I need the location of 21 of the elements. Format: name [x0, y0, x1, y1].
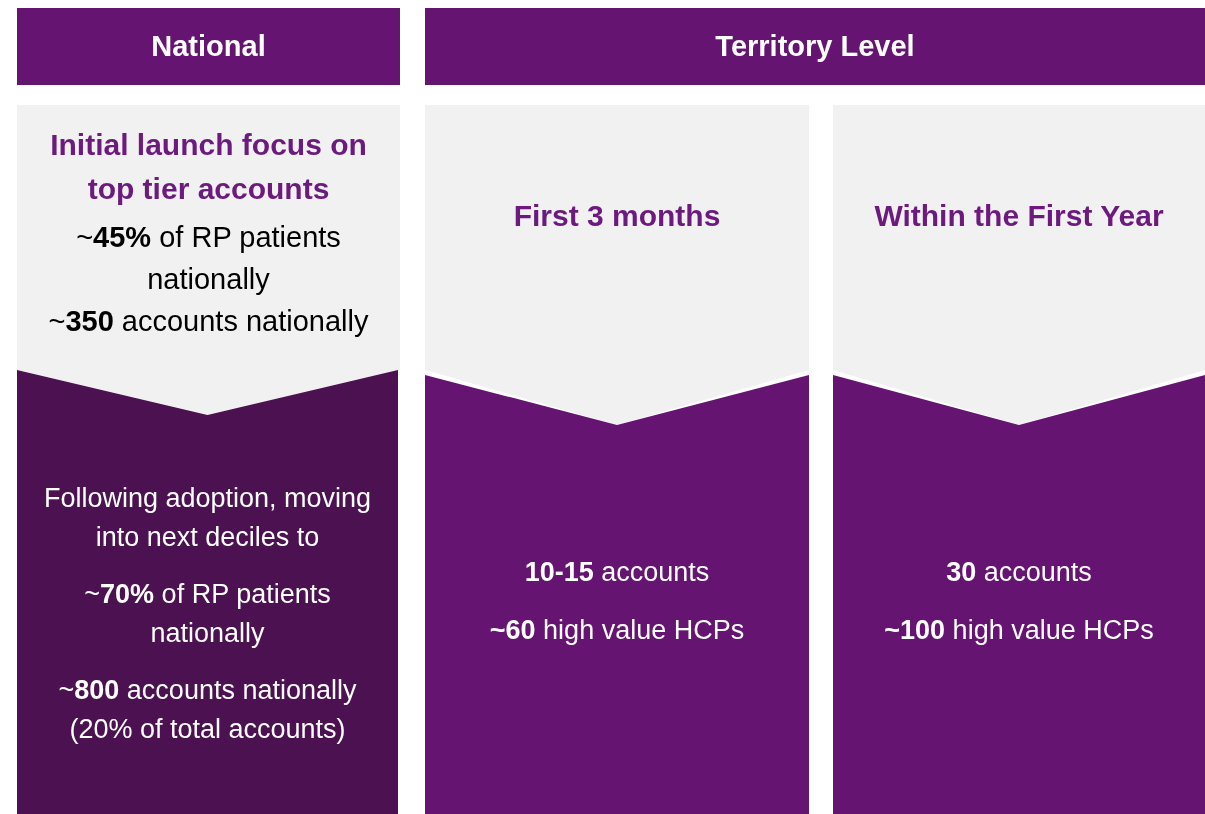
chevron-panel [833, 105, 1205, 425]
content-panel [17, 370, 398, 814]
header-bar [425, 8, 1205, 85]
content-panel [833, 375, 1205, 814]
content-panel [425, 375, 809, 814]
panel-heading: First 3 months [513, 198, 721, 235]
stat-text: ~350 accounts nationally [48, 304, 369, 340]
chevron-panel [425, 105, 809, 425]
stat-text: ~100 high value HCPs [884, 613, 1154, 647]
stat-text: 10-15 accounts [524, 556, 710, 590]
header-bar [17, 8, 400, 85]
column-heading: Territory Level [715, 30, 915, 63]
stat-text: ~60 high value HCPs [489, 613, 745, 647]
chevron-panel [17, 105, 400, 415]
column-heading: National [151, 30, 266, 63]
panel-heading: Within the First Year [874, 198, 1164, 235]
stat-text: ~70% of RP patients nationally [83, 577, 332, 650]
panel-heading: Initial launch focus on top tier accounts [49, 127, 368, 207]
description-text: Following adoption, moving into next deciles to [42, 481, 373, 554]
stat-text: ~800 accounts nationally (20% of total accounts) [57, 674, 358, 747]
stat-text: 30 accounts [946, 556, 1092, 590]
